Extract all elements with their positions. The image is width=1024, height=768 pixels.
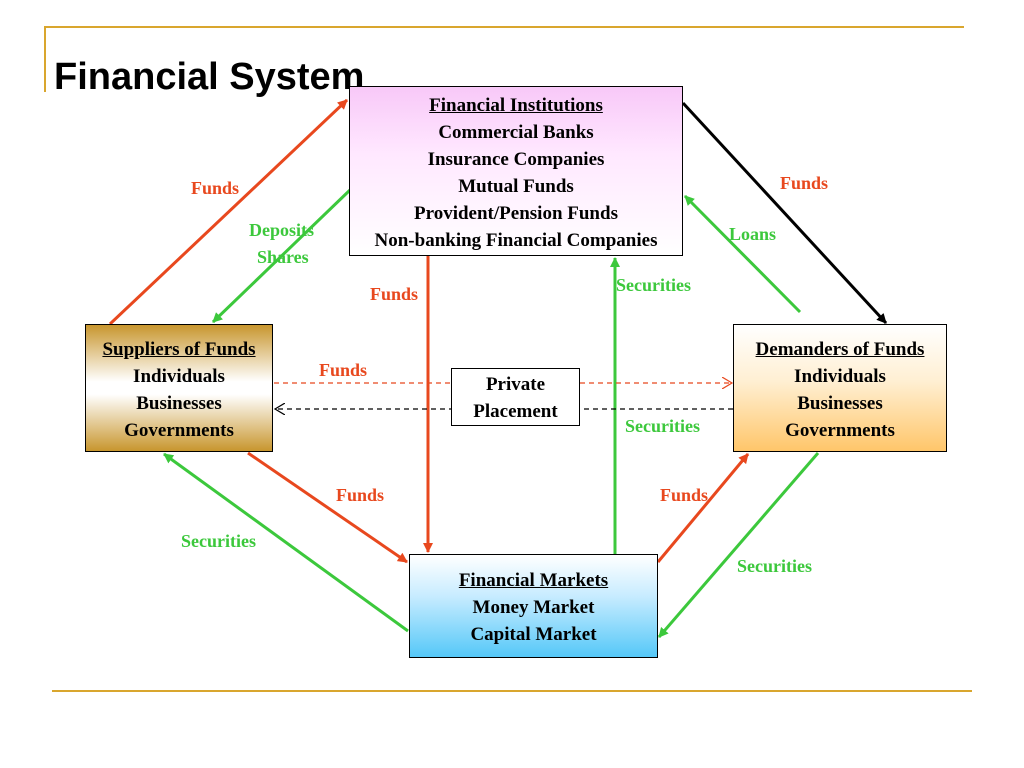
label-securities-markets-to-suppliers: Securities bbox=[181, 531, 256, 551]
label-shares: Shares bbox=[257, 247, 309, 267]
label-securities-private-placement: Securities bbox=[625, 416, 700, 436]
arrow-funds-suppliers-to-markets bbox=[247, 451, 408, 564]
arrow-securities-demanders-to-markets bbox=[657, 452, 820, 638]
label-funds-institutions-to-markets: Funds bbox=[370, 284, 419, 304]
supplier-item: Businesses bbox=[136, 393, 222, 414]
market-item: Money Market bbox=[472, 597, 595, 618]
slide-title: Financial System bbox=[54, 56, 365, 98]
arrow-deposits-institutions-to-suppliers bbox=[211, 188, 352, 324]
label-deposits: Deposits bbox=[249, 220, 315, 240]
label-funds-private-placement: Funds bbox=[319, 360, 368, 380]
private-placement-box: Private Placement bbox=[451, 368, 580, 426]
arrow-loans-demanders-to-institutions bbox=[683, 194, 802, 314]
left-accent-line bbox=[44, 26, 46, 92]
financial-markets-box: Financial Markets Money Market Capital M… bbox=[409, 554, 658, 658]
bottom-accent-line bbox=[52, 690, 972, 692]
arrow-funds-institutions-to-demanders bbox=[681, 101, 888, 325]
financial-institutions-heading: Financial Institutions bbox=[429, 95, 603, 116]
label-funds-institutions-to-demanders: Funds bbox=[780, 173, 829, 193]
arrow-securities-markets-to-suppliers bbox=[163, 452, 409, 633]
demanders-of-funds-box: Demanders of Funds Individuals Businesse… bbox=[733, 324, 947, 452]
institution-item: Insurance Companies bbox=[427, 149, 605, 170]
suppliers-of-funds-box: Suppliers of Funds Individuals Businesse… bbox=[85, 324, 273, 452]
demanders-heading: Demanders of Funds bbox=[755, 339, 925, 360]
arrow-funds-markets-to-demanders bbox=[656, 453, 750, 563]
financial-institutions-box: Financial Institutions Commercial Banks … bbox=[349, 86, 683, 256]
label-loans: Loans bbox=[729, 224, 777, 244]
private-placement-line2: Placement bbox=[473, 401, 558, 422]
label-funds-suppliers-to-markets: Funds bbox=[336, 485, 385, 505]
label-funds-markets-to-demanders: Funds bbox=[660, 485, 709, 505]
institution-item: Non-banking Financial Companies bbox=[374, 230, 658, 251]
label-funds-suppliers-to-institutions: Funds bbox=[191, 178, 240, 198]
top-accent-line bbox=[44, 26, 964, 28]
suppliers-heading: Suppliers of Funds bbox=[102, 339, 256, 360]
institution-item: Commercial Banks bbox=[438, 122, 594, 143]
demander-item: Businesses bbox=[797, 393, 883, 414]
institution-item: Mutual Funds bbox=[458, 176, 574, 197]
institution-item: Provident/Pension Funds bbox=[414, 203, 618, 224]
supplier-item: Individuals bbox=[133, 366, 225, 387]
demander-item: Individuals bbox=[794, 366, 886, 387]
label-securities-demanders-to-markets: Securities bbox=[737, 556, 812, 576]
financial-markets-heading: Financial Markets bbox=[458, 570, 609, 591]
arrow-funds-suppliers-to-institutions bbox=[108, 98, 349, 326]
private-placement-line1: Private bbox=[485, 374, 546, 395]
market-item: Capital Market bbox=[470, 624, 597, 645]
supplier-item: Governments bbox=[124, 420, 234, 441]
label-securities-markets-to-institutions: Securities bbox=[616, 275, 691, 295]
demander-item: Governments bbox=[785, 420, 895, 441]
